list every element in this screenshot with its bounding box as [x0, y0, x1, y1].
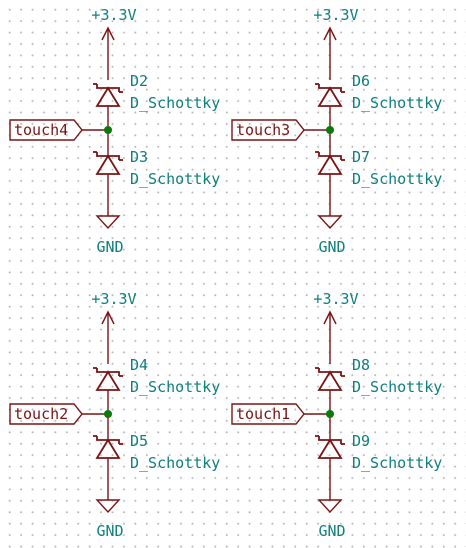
net-label-flag[interactable]	[231, 119, 305, 141]
power-label: +3.3V	[91, 6, 136, 24]
diode-lower-D9-cathode-bar	[318, 436, 342, 444]
diode-lower-D9-anode-triangle	[317, 438, 343, 459]
junction-dot	[104, 410, 112, 418]
upper-diode-ref: D2	[130, 72, 148, 90]
diode-upper-D4-cathode-bar	[96, 368, 120, 376]
diode-lower-D3-anode-triangle	[95, 154, 121, 175]
upper-diode-ref: D6	[352, 72, 370, 90]
upper-diode-value: D_Schottky	[130, 378, 220, 396]
diode-lower-D3-cathode-bar	[96, 152, 120, 160]
ground-icon	[95, 499, 121, 514]
diode-upper-D2-cathode-bar	[96, 84, 120, 92]
diode-lower-D5-cathode-bar	[96, 436, 120, 444]
diode-upper-D8-cathode-bar	[318, 368, 342, 376]
upper-diode-value: D_Schottky	[352, 94, 442, 112]
lower-diode-value: D_Schottky	[130, 170, 220, 188]
diode-upper-D2-anode-triangle	[95, 86, 121, 107]
diode-upper-D6-anode-triangle	[317, 86, 343, 107]
diode-lower-D9[interactable]	[315, 435, 345, 459]
upper-diode-ref: D4	[130, 356, 148, 374]
diode-lower-D5[interactable]	[93, 435, 123, 459]
upper-diode-value: D_Schottky	[130, 94, 220, 112]
diode-lower-D7[interactable]	[315, 151, 345, 175]
lower-diode-value: D_Schottky	[352, 454, 442, 472]
upper-diode-value: D_Schottky	[352, 378, 442, 396]
diode-lower-D7-anode-triangle	[317, 154, 343, 175]
diode-lower-D3[interactable]	[93, 151, 123, 175]
lower-diode-ref: D9	[352, 432, 370, 450]
junction-dot	[104, 126, 112, 134]
lower-diode-ref: D5	[130, 432, 148, 450]
lower-diode-value: D_Schottky	[352, 170, 442, 188]
diode-upper-D2[interactable]	[93, 83, 123, 107]
diode-upper-D8[interactable]	[315, 367, 345, 391]
net-label-text: touch2	[14, 405, 68, 423]
diode-lower-D7-cathode-bar	[318, 152, 342, 160]
net-label-flag[interactable]	[231, 403, 305, 425]
ground-label: GND	[96, 522, 123, 540]
diode-upper-D6[interactable]	[315, 83, 345, 107]
ground-label: GND	[318, 522, 345, 540]
net-label-flag[interactable]	[9, 119, 83, 141]
ground-label: GND	[96, 238, 123, 256]
net-label-flag[interactable]	[9, 403, 83, 425]
power-label: +3.3V	[91, 290, 136, 308]
power-label: +3.3V	[313, 6, 358, 24]
power-label: +3.3V	[313, 290, 358, 308]
ground-icon	[95, 215, 121, 230]
diode-upper-D4[interactable]	[93, 367, 123, 391]
ground-icon	[317, 499, 343, 514]
lower-diode-value: D_Schottky	[130, 454, 220, 472]
net-label-text: touch1	[236, 405, 290, 423]
junction-dot	[326, 126, 334, 134]
ground-label: GND	[318, 238, 345, 256]
junction-dot	[326, 410, 334, 418]
diode-lower-D5-anode-triangle	[95, 438, 121, 459]
upper-diode-ref: D8	[352, 356, 370, 374]
lower-diode-ref: D3	[130, 148, 148, 166]
ground-icon	[317, 215, 343, 230]
lower-diode-ref: D7	[352, 148, 370, 166]
diode-upper-D6-cathode-bar	[318, 84, 342, 92]
diode-upper-D8-anode-triangle	[317, 370, 343, 391]
net-label-text: touch3	[236, 121, 290, 139]
net-label-text: touch4	[14, 121, 68, 139]
diode-upper-D4-anode-triangle	[95, 370, 121, 391]
